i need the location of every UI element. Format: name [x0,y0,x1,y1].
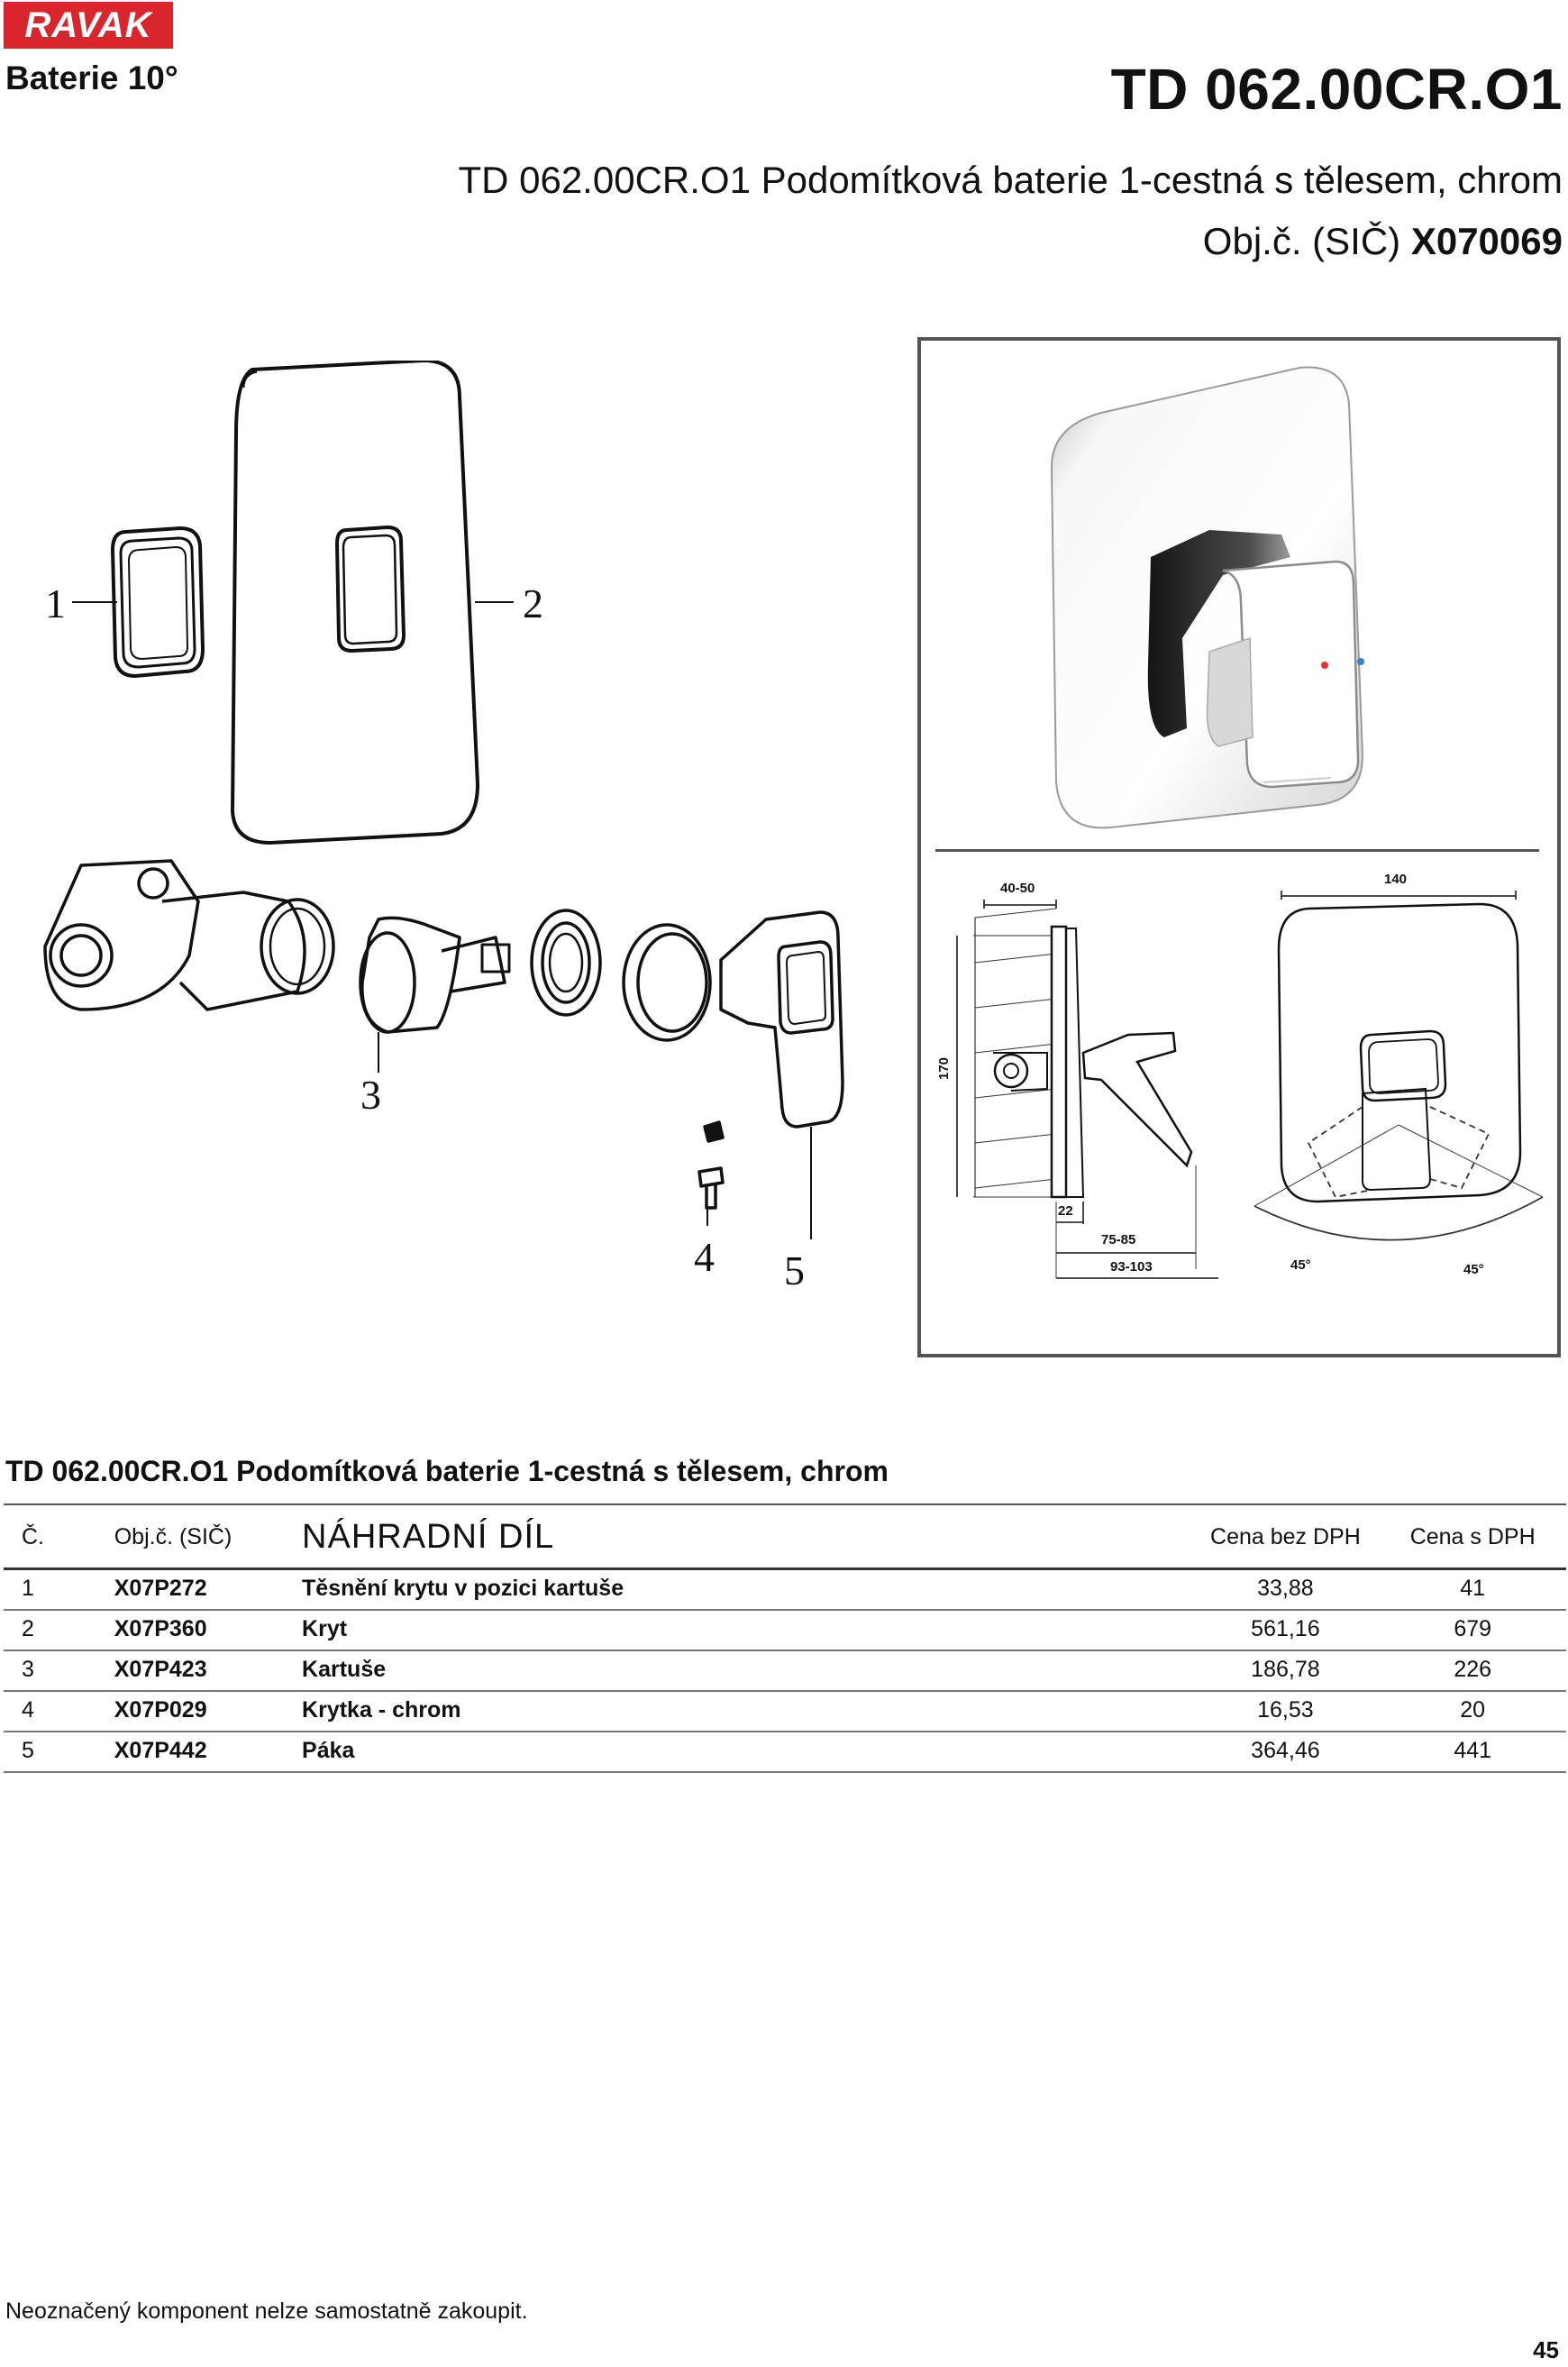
ravak-logo: RAVAK [4,2,173,49]
row-name: Páka [302,1732,1192,1773]
cap-drawing [703,1120,725,1143]
gasket-drawing [111,526,205,678]
header-code: Obj.č. (SIČ) [114,1503,303,1570]
footnote: Neoznačený komponent nelze samostatně za… [5,2298,528,2324]
header-num: Č. [4,1503,114,1570]
product-subtitle: TD 062.00CR.O1 Podomítková baterie 1-ces… [458,159,1563,201]
row-price-gross: 20 [1379,1691,1566,1732]
row-price-gross: 679 [1379,1610,1566,1651]
dim-lever-reach: 75-85 [1101,1232,1135,1247]
dimension-drawing: 40-50 140 170 22 75-85 93-103 45° 45° [936,872,1544,1279]
spare-parts-table: Č. Obj.č. (SIČ) NÁHRADNÍ DÍL Cena bez DP… [4,1503,1566,1773]
cover-plate-drawing [231,361,479,845]
table-row: 3 X07P423 Kartuše 186,78 226 [4,1650,1566,1692]
product-photo-frame: 40-50 140 170 22 75-85 93-103 45° 45° [917,337,1561,1357]
header-price-net: Cena bez DPH [1191,1503,1380,1570]
table-row: 2 X07P360 Kryt 561,16 679 [4,1610,1566,1651]
row-code: X07P029 [114,1691,303,1732]
order-prefix: Obj.č. (SIČ) [1202,220,1401,262]
valve-body-drawing [43,859,200,1011]
cold-indicator [1357,658,1364,665]
row-num: 2 [4,1610,114,1651]
dim-angle-right: 45° [1463,1262,1484,1277]
row-num: 1 [4,1568,114,1611]
model-title: TD 062.00CR.O1 [1110,57,1563,122]
callout-3: 3 [360,1072,381,1118]
row-price-net: 364,46 [1191,1732,1380,1773]
callout-4: 4 [694,1234,715,1280]
rosette-drawing [622,923,712,1042]
nut-ring-drawing [530,909,602,1017]
row-code: X07P272 [114,1568,303,1611]
row-price-gross: 226 [1379,1650,1566,1692]
exploded-drawing: 1 2 3 4 5 [43,361,844,1293]
hot-indicator [1321,662,1328,669]
row-price-net: 561,16 [1191,1610,1380,1651]
dim-plate-offset: 22 [1058,1203,1073,1219]
row-price-net: 33,88 [1191,1568,1380,1611]
screw-drawing [697,1166,725,1210]
photo-lever-face [1222,560,1360,789]
page-number: 45 [1533,2336,1559,2363]
row-code: X07P360 [114,1610,303,1651]
photo-divider [935,849,1539,852]
photo-lever-body [1147,530,1290,737]
row-price-gross: 41 [1379,1568,1566,1611]
dim-width: 140 [1384,872,1407,887]
cover-plate-opening [335,525,406,653]
row-price-net: 186,78 [1191,1650,1380,1692]
dim-height: 170 [936,1057,952,1080]
row-price-gross: 441 [1379,1732,1566,1773]
table-row: 5 X07P442 Páka 364,46 441 [4,1732,1566,1773]
dim-angle-left: 45° [1290,1257,1311,1273]
row-name: Kryt [302,1610,1192,1651]
order-code: X070069 [1410,220,1563,262]
row-name: Krytka - chrom [302,1691,1192,1732]
row-code: X07P442 [114,1732,303,1773]
row-code: X07P423 [114,1650,303,1692]
logo-text: RAVAK [24,5,152,45]
dim-wall-depth: 40-50 [1000,881,1035,896]
callout-1: 1 [45,580,66,626]
row-name: Kartuše [302,1650,1192,1692]
table-row: 4 X07P029 Krytka - chrom 16,53 20 [4,1691,1566,1732]
table-title: TD 062.00CR.O1 Podomítková baterie 1-ces… [5,1455,889,1487]
row-num: 3 [4,1650,114,1692]
row-price-net: 16,53 [1191,1691,1380,1732]
product-photo [1050,366,1364,829]
lever-drawing [719,910,844,1129]
header-price-gross: Cena s DPH [1379,1503,1566,1570]
row-num: 5 [4,1732,114,1773]
table-header-row: Č. Obj.č. (SIČ) NÁHRADNÍ DÍL Cena bez DP… [4,1503,1566,1570]
callout-2: 2 [523,580,543,626]
order-number: Obj.č. (SIČ) X070069 [1203,220,1563,263]
callout-5: 5 [784,1247,805,1293]
table-row: 1 X07P272 Těsnění krytu v pozici kartuše… [4,1568,1566,1611]
dim-total-depth: 93-103 [1110,1259,1153,1275]
header-name: NÁHRADNÍ DÍL [302,1503,1192,1570]
row-name: Těsnění krytu v pozici kartuše [302,1568,1192,1611]
category-title: Baterie 10° [5,59,178,96]
row-num: 4 [4,1691,114,1732]
